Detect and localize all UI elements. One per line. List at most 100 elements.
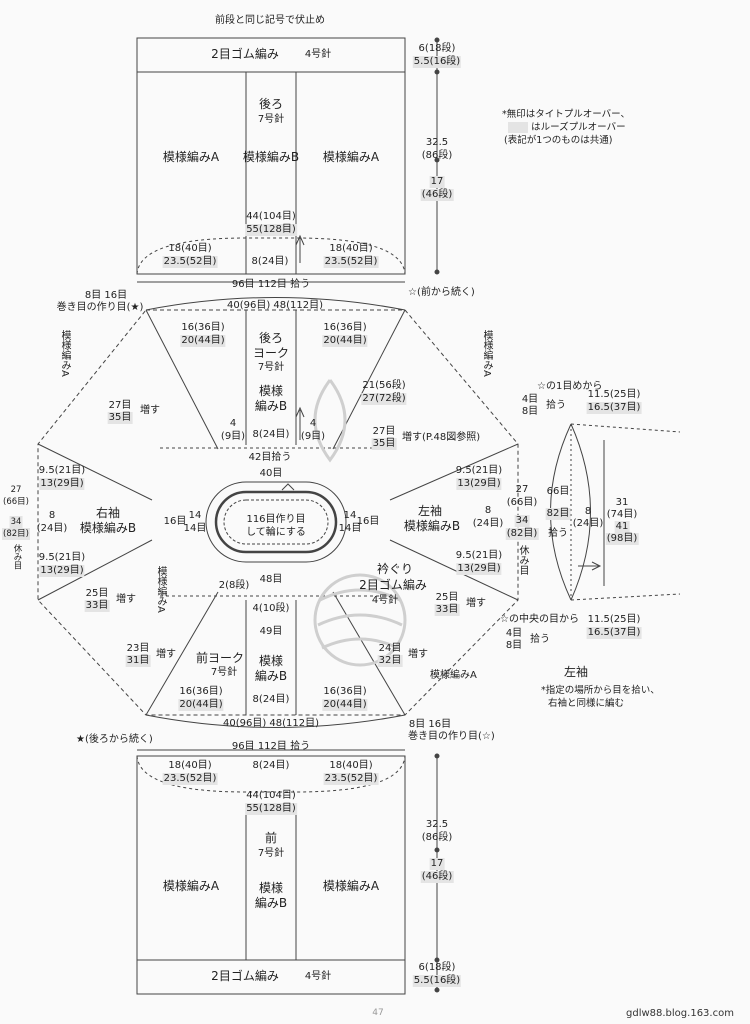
size-note-line2-text: はルーズプルオーバー xyxy=(531,122,626,133)
right-sleeve-a1-top: 9.5(21目) xyxy=(38,465,86,476)
neck-cast: 116目作り目 xyxy=(246,514,306,525)
left-sleeve-w-c: 34 xyxy=(514,515,530,527)
yoke-inc-label-left: 増す xyxy=(140,405,160,416)
detail-bot-from-a: 4目 xyxy=(505,628,523,639)
detail-r98: (98目) xyxy=(605,533,639,545)
yoke-back-pattern-b2: 編みB xyxy=(254,399,288,413)
yoke-cast-a: 8目 16目 xyxy=(84,290,128,301)
detail-top-a: 11.5(25目) xyxy=(587,389,641,400)
yoke-back-side-a-right: 16(36目) xyxy=(323,322,367,333)
right-sleeve-a2-top: 13(29目) xyxy=(39,478,85,490)
back-rib-rows-a: 6(18段) xyxy=(418,43,456,54)
front-pattern-b2: 編みB xyxy=(254,896,288,910)
left-sleeve-w-d: (82目) xyxy=(505,528,539,540)
detail-c66: 66目 xyxy=(546,486,570,497)
right-sleeve-a1-bottom: 9.5(21目) xyxy=(38,552,86,563)
neck-fourteen-left: 14 xyxy=(188,510,202,521)
front-yoke-pattern-a: 模様編みA xyxy=(430,670,477,681)
front-yoke-side-a-right: 16(36目) xyxy=(323,686,367,697)
right-sleeve-w-b: (66目) xyxy=(3,497,29,507)
left-sleeve-a2-bottom: 13(29目) xyxy=(456,563,502,575)
front-yoke-needle: 7号針 xyxy=(210,667,238,678)
neck-side2-right: 14目 xyxy=(338,523,362,534)
left-sleeve-a2-top: 13(29目) xyxy=(456,478,502,490)
front-yoke-inc-c: 23目 xyxy=(126,643,150,654)
front-yoke-mid: 8(24目) xyxy=(252,694,290,705)
back-height-a: 32.5 xyxy=(425,137,449,148)
neck-oval-outer xyxy=(205,481,347,563)
front-rib-rows-a: 6(18段) xyxy=(418,962,456,973)
yoke-inc-ref: 増す(P.48図参照) xyxy=(402,432,481,443)
detail-m24: (24目) xyxy=(572,518,604,529)
front-yoke-inc-f: 32目 xyxy=(377,655,403,667)
right-sleeve-w-a: 27 xyxy=(10,485,22,495)
loose-marker xyxy=(508,122,529,133)
front-mid: 8(24目) xyxy=(252,760,290,771)
right-sleeve-a2-bottom: 13(29目) xyxy=(39,565,85,577)
yoke-inc-b-left: 35目 xyxy=(107,412,133,424)
yoke-inc-a-left: 27目 xyxy=(108,400,132,411)
front-yoke-pattern-b: 模様 xyxy=(258,654,284,668)
front-center-b: 55(128目) xyxy=(245,803,297,815)
yoke-back-title: 後ろ xyxy=(258,331,284,345)
detail-from-first-a: 4目 xyxy=(521,394,539,405)
front-yoke-inc-label-right: 増す xyxy=(408,649,428,660)
neck-rib: 2目ゴム編み xyxy=(359,578,427,592)
front-rib-needle: 4号針 xyxy=(304,971,332,982)
detail-from-first-b: 8目 xyxy=(521,406,539,417)
yoke-back-pattern-b: 模様 xyxy=(258,384,284,398)
detail-from-first: ☆の1目めから xyxy=(537,381,603,392)
yoke-rows-b: 27(72段) xyxy=(361,393,407,405)
yoke-back-title2: ヨーク xyxy=(252,346,290,360)
back-height-c: 17 xyxy=(429,176,445,188)
right-sleeve-title: 右袖 xyxy=(95,506,121,520)
left-sleeve-w-b: (66目) xyxy=(506,497,538,508)
back-pattern-a-left: 模様編みA xyxy=(162,150,220,164)
left-sleeve-inc-a: 25目 xyxy=(435,592,459,603)
front-pattern-a-right: 模様編みA xyxy=(322,879,380,893)
neck-side-right: 16目 xyxy=(356,516,380,527)
size-note-line1: *無印はタイトプルオーバー、 xyxy=(502,109,631,120)
front-rib-band xyxy=(136,959,406,995)
front-needle: 7号針 xyxy=(257,848,285,859)
back-mid: 8(24目) xyxy=(251,256,289,267)
front-rib-label: 2目ゴム編み xyxy=(211,969,279,983)
back-needle: 7号針 xyxy=(257,114,285,125)
back-side-a-left: 18(40目) xyxy=(168,243,212,254)
yoke-back-mid: 8(24目) xyxy=(252,429,290,440)
detail-c-pick: 拾う xyxy=(548,528,568,539)
neck-bottom: 48目 xyxy=(259,574,283,585)
watermark-text: gdlw88.blog.163.com xyxy=(626,1008,734,1019)
right-sleeve-inc-b: 33目 xyxy=(84,600,110,612)
front-yoke-width: 40(96目) 48(112目) xyxy=(222,718,320,729)
left-sleeve-inc-b: 33目 xyxy=(434,604,460,616)
yoke-back-width: 40(96目) 48(112目) xyxy=(226,300,324,311)
back-height-b: (86段) xyxy=(421,150,453,161)
right-sleeve-pattern: 模様編みB xyxy=(79,521,137,535)
front-yoke-title: 前ヨーク xyxy=(195,651,245,665)
front-yoke-side-a-left: 16(36目) xyxy=(179,686,223,697)
front-from-back: ★(後ろから続く) xyxy=(76,734,153,745)
back-top-note: 前段と同じ記号で伏止め xyxy=(215,15,325,26)
yoke-inc-b-right: 35目 xyxy=(371,438,397,450)
yoke-pattern-a-left: 模様編みA xyxy=(59,330,70,377)
neck-side2-left: 14目 xyxy=(183,523,207,534)
front-title: 前 xyxy=(264,831,278,845)
back-side-b-right: 23.5(52目) xyxy=(323,256,379,268)
back-rib-rows-b: 5.5(16段) xyxy=(412,56,462,68)
neck-side-left: 16目 xyxy=(163,516,187,527)
yoke-inc-a-right: 27目 xyxy=(372,426,396,437)
detail-bot-b: 16.5(37目) xyxy=(586,627,642,639)
front-center-a: 44(104目) xyxy=(246,790,296,801)
size-note-line3: (表記が1つのものは共通) xyxy=(504,135,613,146)
size-note-line2: はルーズプルオーバー xyxy=(508,121,626,134)
left-sleeve-a1-bottom: 9.5(21目) xyxy=(455,550,503,561)
left-sleeve-mid: 8 xyxy=(484,505,492,516)
back-pattern-a-right: 模様編みA xyxy=(322,150,380,164)
yoke-pattern-a-right: 模様編みA xyxy=(481,330,492,377)
yoke-row4: 4(10段) xyxy=(252,603,290,614)
detail-title: 左袖 xyxy=(563,665,589,679)
neck-fourteen-right: 14 xyxy=(343,510,357,521)
front-pattern-a-left: 模様編みA xyxy=(162,879,220,893)
